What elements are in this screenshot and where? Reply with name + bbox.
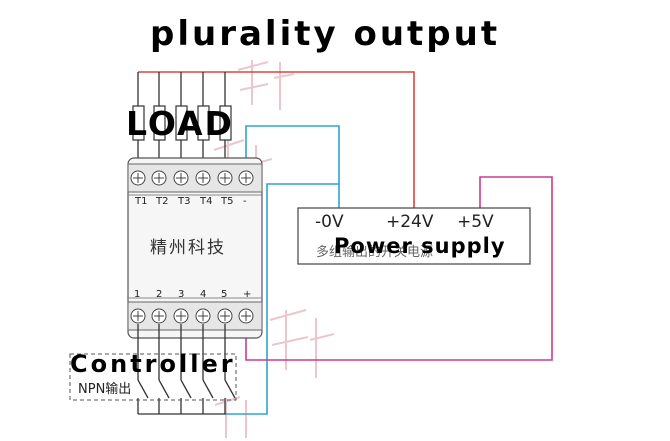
terminal-label-5: 5 — [221, 289, 228, 300]
ps-terminal-24v: +24V — [386, 212, 434, 232]
terminal-label-1: 1 — [134, 289, 141, 300]
power-supply-label: Power supply — [334, 234, 506, 258]
diagram-title: plurality output — [150, 14, 501, 54]
top-terminal-screws — [130, 170, 254, 186]
controller-wires — [137, 324, 236, 415]
terminal-label-plus: + — [243, 289, 252, 300]
terminal-label-t3: T3 — [178, 196, 191, 207]
terminal-label-t1: T1 — [135, 196, 148, 207]
magenta-wire — [245, 176, 553, 361]
controller-label: Controller — [70, 350, 236, 378]
terminal-label-3: 3 — [178, 289, 185, 300]
relay-module — [127, 157, 263, 339]
bottom-terminal-screws — [130, 308, 254, 324]
load-label: LOAD — [126, 104, 234, 143]
terminal-label-4: 4 — [200, 289, 207, 300]
terminal-label-t4: T4 — [200, 196, 213, 207]
terminal-label-2: 2 — [156, 289, 163, 300]
power-supply-box — [297, 207, 531, 265]
module-brand: 精州科技 — [150, 238, 226, 258]
controller-box — [69, 353, 237, 401]
ps-terminal-0v: -0V — [315, 212, 344, 232]
power-supply-subtitle: 多组输出的开关电源 — [316, 245, 434, 260]
red-wire — [138, 71, 415, 208]
blue-wire — [226, 125, 340, 415]
ps-terminal-5v: +5V — [457, 212, 494, 232]
terminal-label-t2: T2 — [156, 196, 169, 207]
load-resistors — [132, 105, 232, 141]
controller-output-type: NPN输出 — [78, 382, 132, 397]
terminal-label-minus: - — [243, 196, 247, 207]
terminal-label-t5: T5 — [221, 196, 234, 207]
